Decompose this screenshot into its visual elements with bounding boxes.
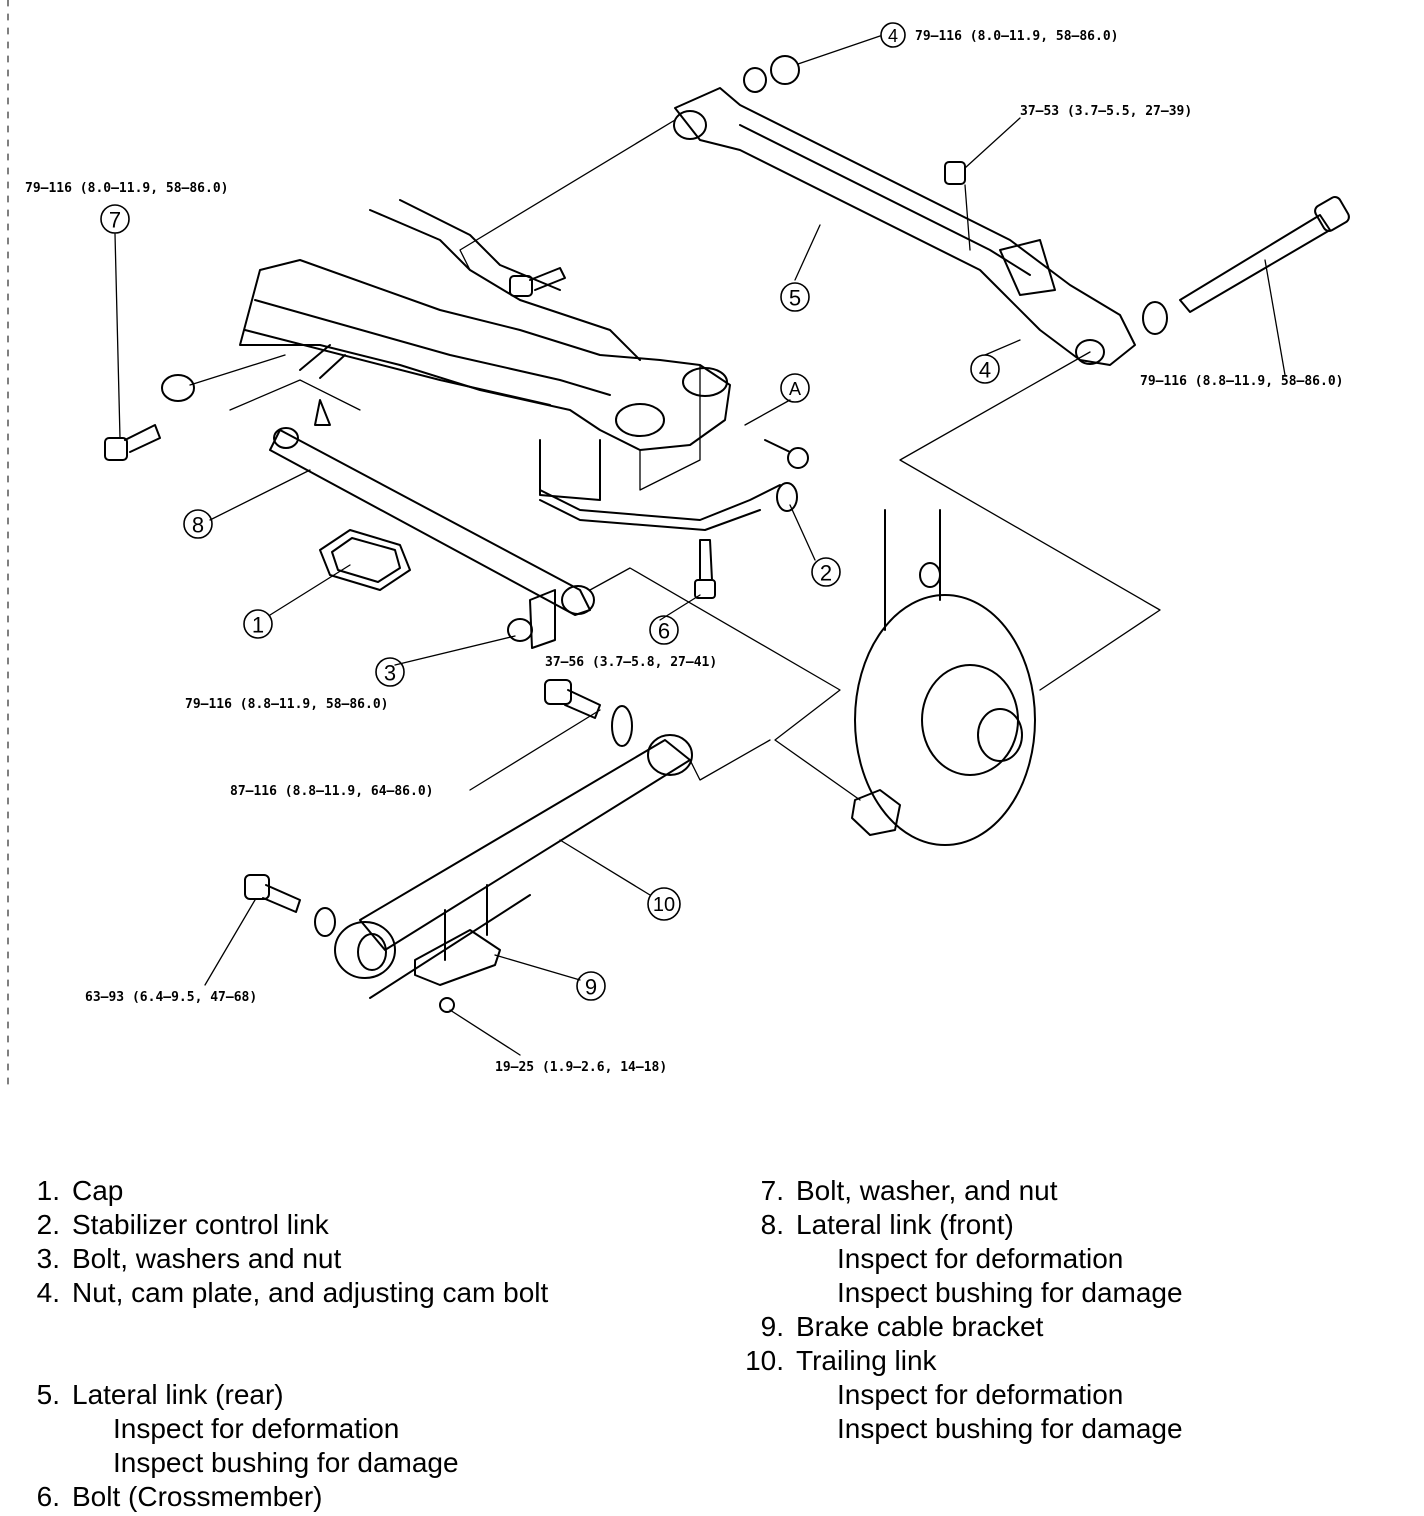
- lateral-link-rear: [673, 87, 1136, 366]
- suspension-exploded-diagram: 4 7 5 4 A 8 2 1 6 3 10 9 79—116 (8.0—11.…: [7, 0, 1350, 1091]
- legend-item-2: 2.Stabilizer control link: [36, 1209, 329, 1240]
- legend-item-5-note-2: Inspect bushing for damage: [113, 1447, 459, 1478]
- callout-4-mid: 4: [979, 358, 991, 383]
- torque-spec-bracket: 19—25 (1.9—2.6, 14—18): [495, 1060, 667, 1075]
- trailing-link-front-bolt: [544, 679, 601, 719]
- washer-7: [161, 374, 195, 402]
- callout-circle-2: [811, 557, 841, 587]
- callout-circle-4-mid: [970, 354, 1000, 384]
- adjusting-cam-bolt: [1179, 196, 1350, 313]
- callout-5: 5: [789, 286, 801, 311]
- legend-item-10-note-2: Inspect bushing for damage: [837, 1413, 1183, 1444]
- callout-circle-6: [649, 615, 679, 645]
- cam-nut-top: [770, 55, 800, 85]
- legend-item-4: 4.Nut, cam plate, and adjusting cam bolt: [36, 1277, 549, 1308]
- legend-item-8-note-2: Inspect bushing for damage: [837, 1277, 1183, 1308]
- washer-top: [743, 67, 767, 93]
- callout-9: 9: [585, 975, 597, 1000]
- stabilizer-control-link: [539, 439, 809, 531]
- callout-circle-7: [100, 204, 130, 234]
- knuckle-hub: [851, 509, 1036, 846]
- bolt-3: [507, 589, 556, 649]
- callout-circle-8: [183, 509, 213, 539]
- callout-circle-10: [647, 887, 681, 921]
- legend-item-8: 8.Lateral link (front): [760, 1209, 1014, 1240]
- torque-spec-mid: 37—56 (3.7—5.8, 27—41): [545, 655, 717, 670]
- callout-3: 3: [384, 661, 396, 686]
- torque-spec-trailing-front: 87—116 (8.8—11.9, 64—86.0): [230, 784, 434, 799]
- bracket-bolt: [439, 997, 455, 1013]
- callout-1: 1: [252, 613, 264, 638]
- legend-item-10-note-1: Inspect for deformation: [837, 1379, 1124, 1410]
- callout-7: 7: [109, 208, 121, 233]
- torque-spec-4-top: 79—116 (8.0—11.9, 58—86.0): [915, 29, 1119, 44]
- legend-item-7: 7.Bolt, washer, and nut: [760, 1175, 1058, 1206]
- leader-lines: [114, 35, 1286, 1056]
- legend-item-9: 9.Brake cable bracket: [760, 1311, 1044, 1342]
- trailing-link-rear-bolt: [244, 874, 301, 913]
- callout-6: 6: [658, 619, 670, 644]
- legend-item-5-note-1: Inspect for deformation: [113, 1413, 400, 1444]
- trailing-link: [334, 734, 693, 979]
- callout-circle-1: [243, 609, 273, 639]
- legend-item-1: 1.Cap: [36, 1175, 124, 1206]
- legend-item-10: 10.Trailing link: [745, 1345, 937, 1376]
- callout-2: 2: [820, 561, 832, 586]
- legend-item-3: 3.Bolt, washers and nut: [36, 1243, 342, 1274]
- legend-left: 1.Cap 2.Stabilizer control link 3.Bolt, …: [18, 1174, 549, 1514]
- nut-right: [944, 161, 966, 185]
- trailing-link-washer: [611, 705, 633, 747]
- crossmember: [239, 199, 731, 501]
- torque-spec-bolt-right: 79—116 (8.8—11.9, 58—86.0): [1140, 374, 1344, 389]
- callout-circle-5: [780, 282, 810, 312]
- legend-item-5: 5.Lateral link (rear): [36, 1379, 284, 1410]
- torque-spec-trailing-rear: 63—93 (6.4—9.5, 47—68): [85, 990, 257, 1005]
- callout-10: 10: [653, 894, 675, 916]
- bolt-7: [104, 424, 161, 461]
- bolt-6: [694, 539, 716, 599]
- legend-item-6: 6.Bolt (Crossmember): [36, 1481, 323, 1512]
- callout-circle-4-top: [880, 22, 906, 48]
- brake-cable-bracket: [369, 884, 531, 999]
- lateral-link-front: [269, 399, 595, 616]
- cap: [319, 529, 411, 591]
- trailing-link-rear-washer: [314, 907, 336, 937]
- legend-item-8-note-1: Inspect for deformation: [837, 1243, 1124, 1274]
- cam-plate: [1142, 301, 1168, 335]
- torque-spec-3: 79—116 (8.8—11.9, 58—86.0): [185, 697, 389, 712]
- torque-spec-7: 79—116 (8.0—11.9, 58—86.0): [25, 181, 229, 196]
- callout-circle-9: [576, 971, 606, 1001]
- callout-circle-3: [375, 657, 405, 687]
- torque-spec-nut-right: 37—53 (3.7—5.5, 27—39): [1020, 104, 1192, 119]
- crossmember-bolt: [509, 267, 566, 297]
- callout-A: A: [789, 379, 801, 399]
- callout-8: 8: [192, 513, 204, 538]
- legend-right: 7.Bolt, washer, and nut 8.Lateral link (…: [742, 1174, 1183, 1446]
- callout-4-top: 4: [888, 26, 898, 46]
- callout-circle-A: [780, 373, 810, 403]
